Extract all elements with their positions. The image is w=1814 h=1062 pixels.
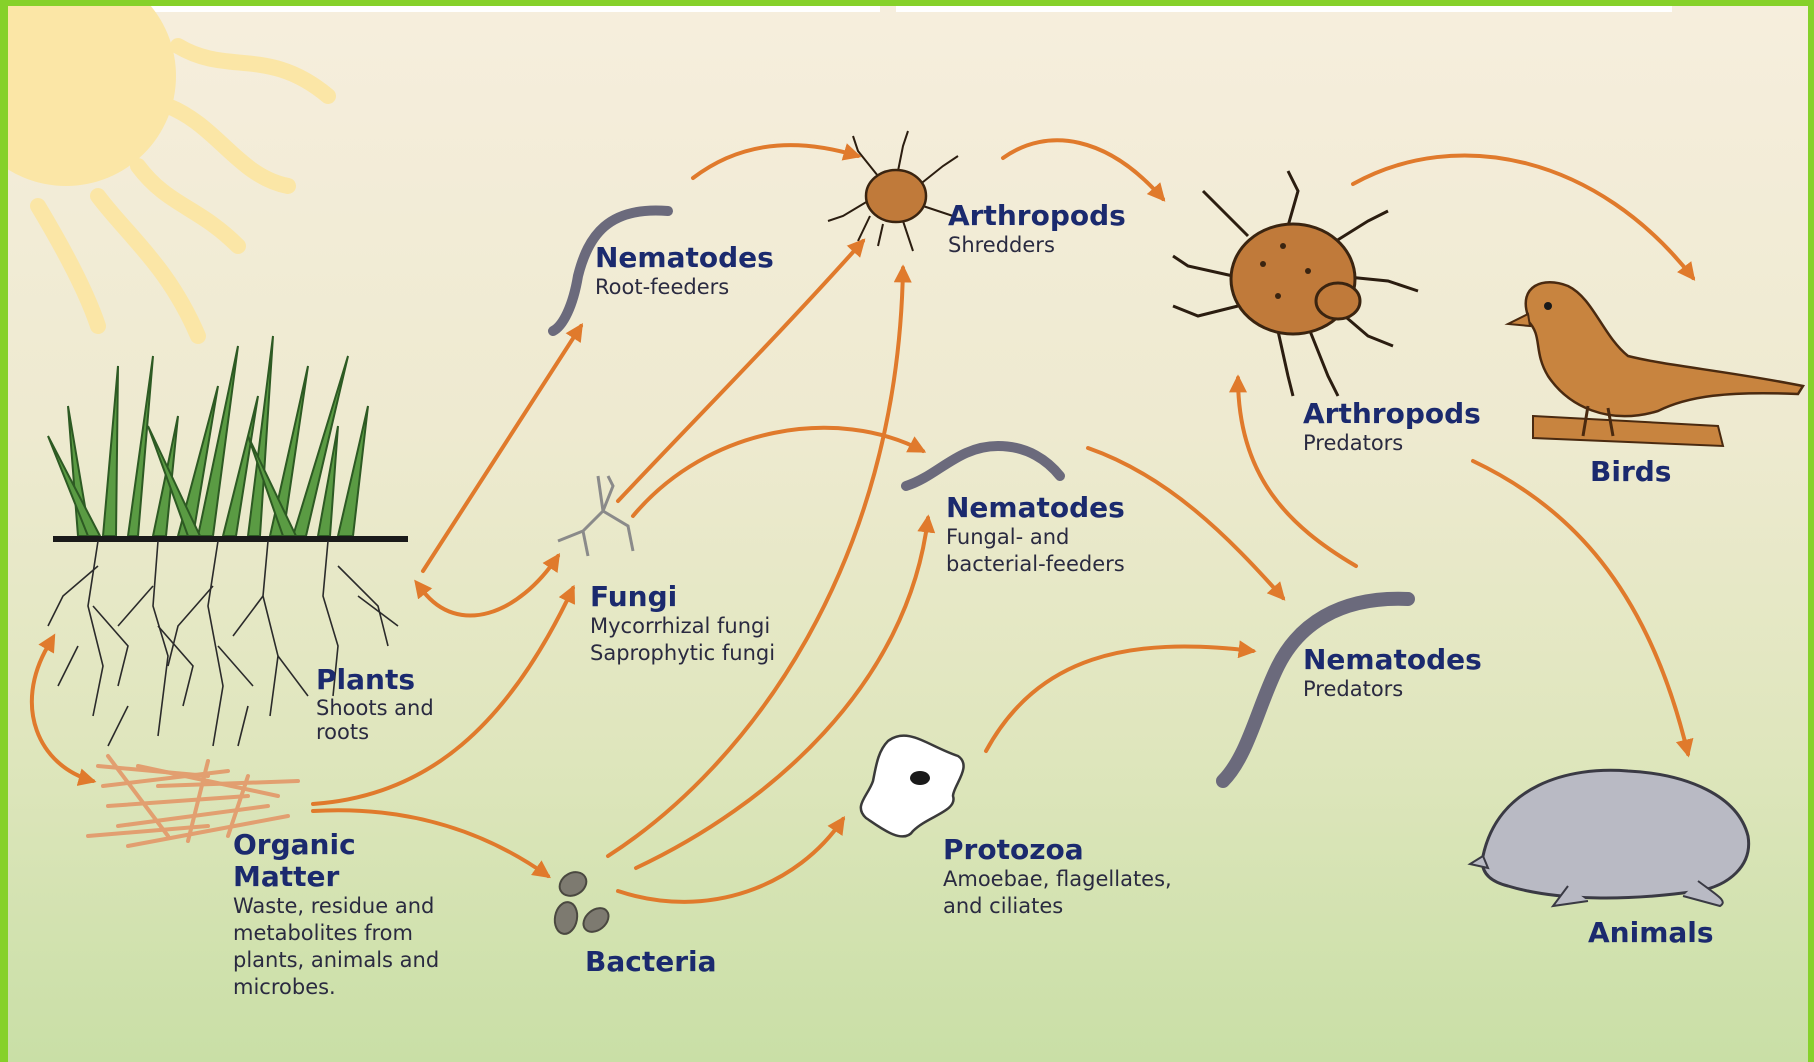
label-nematodes-predators: Nematodes Predators (1303, 644, 1482, 702)
nematode-fungal-feeder-illustration (906, 446, 1060, 486)
grass-blades (48, 336, 368, 536)
arrow-shredders-to-predators (1003, 140, 1163, 199)
diagram-panel: Nematodes Root-feeders Arthropods Shredd… (8, 6, 1808, 1062)
bacteria-illustration (552, 867, 613, 936)
bird-illustration (1508, 282, 1803, 446)
node-title: Nematodes (946, 492, 1125, 524)
mole-illustration (1470, 770, 1749, 906)
protozoa-illustration (861, 736, 964, 837)
node-subtitle: Waste, residue and metabolites from plan… (233, 893, 439, 1001)
sun-disc (8, 6, 176, 186)
node-subtitle: Mycorrhizal fungi Saprophytic fungi (590, 613, 775, 667)
label-animals: Animals (1588, 917, 1714, 949)
arrow-plants-fungi (423, 556, 558, 616)
arthropod-shredder-illustration (828, 131, 958, 251)
sun-illustration (8, 6, 328, 336)
node-subtitle: Amoebae, flagellates, and ciliates (943, 866, 1172, 920)
label-nematodes-root-feeders: Nematodes Root-feeders (595, 242, 774, 300)
node-subtitle: Predators (1303, 430, 1481, 456)
node-title: Nematodes (1303, 644, 1482, 676)
arrow-plants-organic-matter (32, 646, 93, 781)
label-birds: Birds (1590, 456, 1671, 488)
label-organic-matter: Organic Matter Waste, residue and metabo… (233, 829, 439, 1001)
label-arthropods-predators: Arthropods Predators (1303, 398, 1481, 456)
node-title: Plants (316, 664, 434, 696)
node-title: Bacteria (585, 946, 717, 978)
node-title: Arthropods (1303, 398, 1481, 430)
arrow-arthropods-to-birds (1353, 155, 1693, 278)
node-title: Protozoa (943, 834, 1172, 866)
node-subtitle: Predators (1303, 676, 1482, 702)
arrow-plants-to-nematodes (423, 326, 581, 571)
label-nematodes-fungal-bacterial-feeders: Nematodes Fungal- and bacterial-feeders (946, 492, 1125, 578)
label-bacteria: Bacteria (585, 946, 717, 978)
label-plants: Plants Shoots and roots (316, 664, 434, 744)
node-title: Animals (1588, 917, 1714, 949)
node-subtitle: Shredders (948, 232, 1126, 258)
node-title: Fungi (590, 581, 775, 613)
arrow-nematodes-to-shredders (693, 145, 858, 178)
node-title: Nematodes (595, 242, 774, 274)
arrow-arthropods-to-animals (1473, 461, 1688, 754)
node-title: Birds (1590, 456, 1671, 488)
node-subtitle: Shoots and roots (316, 696, 434, 744)
branch (1533, 416, 1723, 446)
label-arthropods-shredders: Arthropods Shredders (948, 200, 1126, 258)
fungi-illustration (558, 476, 633, 556)
node-title: Arthropods (948, 200, 1126, 232)
node-subtitle: Root-feeders (595, 274, 774, 300)
label-protozoa: Protozoa Amoebae, flagellates, and cilia… (943, 834, 1172, 920)
label-fungi: Fungi Mycorrhizal fungi Saprophytic fung… (590, 581, 775, 667)
node-title: Organic Matter (233, 829, 439, 893)
node-subtitle: Fungal- and bacterial-feeders (946, 524, 1125, 578)
arrow-protozoa-to-nematodes (986, 647, 1253, 751)
arthropod-predator-illustration (1173, 171, 1418, 396)
